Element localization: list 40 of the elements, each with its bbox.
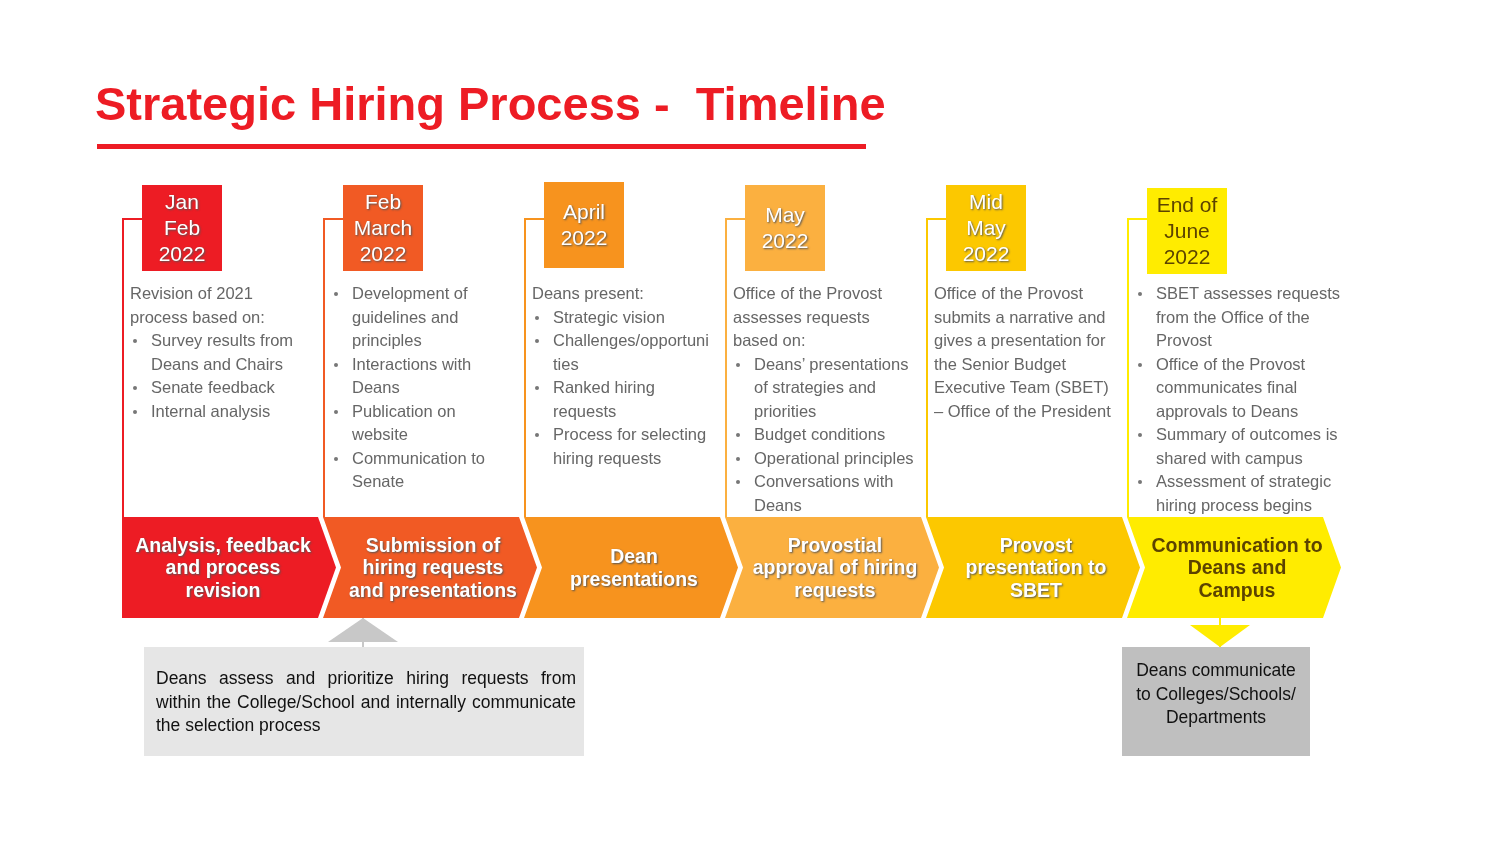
title: Strategic Hiring Process - Timeline: [95, 76, 886, 131]
date-box: End of June 2022: [1147, 188, 1227, 274]
bullet-item: Deans’ presentations of strategies and priorities: [733, 352, 919, 423]
chevron-step: Communication to Deans and Campus: [1127, 517, 1341, 618]
chevron-step: Dean presentations: [524, 517, 738, 618]
description-text: Deans present:: [532, 283, 645, 304]
chevron-step: Analysis, feedback and process revision: [122, 517, 336, 618]
bullet-item: Senate feedback: [130, 376, 304, 400]
bullet-item: Assessment of strategic hiring process begins: [1135, 470, 1349, 517]
date-box: Feb March 2022: [343, 185, 423, 271]
bullet-item: Development of guidelines and principles: [331, 282, 505, 353]
date-box: April 2022: [544, 182, 624, 268]
bullet-item: SBET assesses requests from the Office of the Provost: [1135, 282, 1349, 353]
bullet-item: Internal analysis: [130, 399, 304, 423]
bullet-item: Summary of outcomes is shared with campus: [1135, 423, 1349, 470]
chevron-step: Provostial approval of hiring requests: [725, 517, 939, 618]
bullet-item: Process for selecting hiring requests: [532, 423, 718, 470]
description-text: Office of the Provost submits a narrative and gives a presentation for the Senior Budget Executive Team (SBET) – Office of the President: [934, 283, 1112, 422]
bullet-item: Strategic vision: [532, 305, 718, 329]
bullet-item: Operational principles: [733, 446, 919, 470]
bullet-item: Office of the Provost communicates final approvals to Deans: [1135, 352, 1349, 423]
chevron-step: Submission of hiring requests and presentations: [323, 517, 537, 618]
pointer-arrow: [328, 617, 398, 648]
bullet-item: Conversations with Deans: [733, 470, 919, 517]
chevron-step: Provost presentation to SBET: [926, 517, 1140, 618]
bullet-item: Publication on website: [331, 399, 505, 447]
note-box: Deans assess and prioritize hiring requests from within the College/School and internally communicate the selection process: [144, 647, 584, 756]
date-box: Mid May 2022: [946, 185, 1026, 271]
bullet-item: Ranked hiring requests: [532, 376, 718, 423]
bullet-item: Challenges/opportuni ties: [532, 329, 718, 376]
note-box: Deans communicate to Colleges/Schools/ Departments: [1122, 647, 1310, 756]
pointer-arrow: [1190, 617, 1250, 648]
date-box: May 2022: [745, 185, 825, 271]
date-box: Jan Feb 2022: [142, 185, 222, 271]
bullet-item: Interactions with Deans: [331, 352, 505, 400]
bullet-item: Communication to Senate: [331, 446, 505, 494]
description-text: Office of the Provost assesses requests based on:: [733, 283, 884, 351]
bullet-item: Budget conditions: [733, 423, 919, 447]
description-text: Revision of 2021 process based on:: [130, 283, 266, 328]
bullet-item: Survey results from Deans and Chairs: [130, 329, 304, 376]
